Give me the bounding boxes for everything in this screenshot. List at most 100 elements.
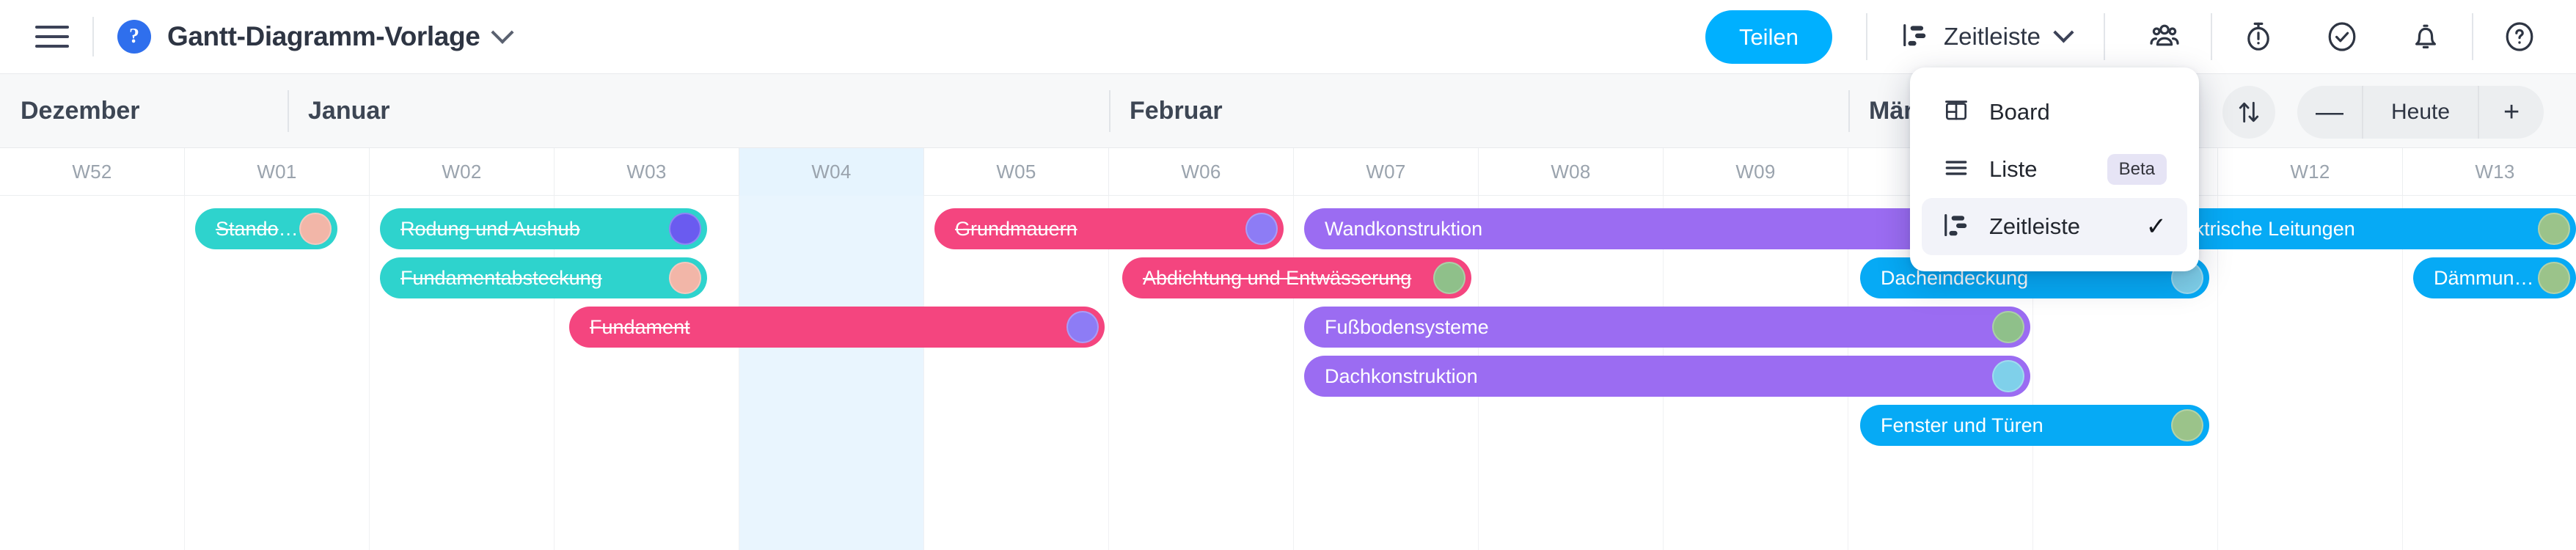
month-divider	[1109, 90, 1110, 132]
task-bar[interactable]: Standort...	[195, 208, 337, 249]
grid-column	[2033, 196, 2218, 550]
task-bar-label: Abdichtung und Entwässerung	[1143, 266, 1412, 289]
week-header-cell: W02	[370, 148, 555, 196]
task-bar[interactable]: Abdichtung und Entwässerung	[1122, 257, 1471, 298]
avatar[interactable]	[2538, 213, 2570, 245]
menu-item-board[interactable]: Board	[1922, 84, 2187, 141]
week-header-cell: W09	[1664, 148, 1848, 196]
month-label: Januar	[288, 74, 1109, 148]
avatar[interactable]	[299, 213, 332, 245]
avatar[interactable]	[669, 262, 701, 294]
check-circle-icon[interactable]	[2316, 11, 2368, 62]
divider	[2211, 13, 2212, 60]
hamburger-line	[35, 35, 69, 38]
month-label-text: Januar	[308, 97, 390, 125]
chevron-down-icon	[2053, 22, 2074, 43]
month-divider	[288, 90, 289, 132]
task-bar[interactable]: Fußbodensysteme	[1304, 307, 2030, 348]
today-button[interactable]: Heute	[2362, 86, 2480, 139]
grid-column	[370, 196, 555, 550]
share-button[interactable]: Teilen	[1705, 10, 1832, 64]
task-bar-label: Fußbodensysteme	[1325, 315, 1489, 338]
week-header-cell: W01	[185, 148, 370, 196]
view-selector-label: Zeitleiste	[1943, 23, 2041, 50]
menu-item-label: Zeitleiste	[1989, 213, 2081, 239]
timeline-icon	[1901, 21, 1929, 53]
grid-column	[0, 196, 185, 550]
stopwatch-icon[interactable]	[2233, 11, 2284, 62]
avatar[interactable]	[1066, 311, 1099, 343]
task-bar[interactable]: Fundamentabsteckung	[380, 257, 707, 298]
grid-column	[1109, 196, 1294, 550]
menu-item-liste[interactable]: Liste Beta	[1922, 141, 2187, 198]
week-header-cell: W06	[1109, 148, 1294, 196]
grid-column	[185, 196, 370, 550]
month-label: Dezember	[0, 74, 288, 148]
task-bar-label: Dachkonstruktion	[1325, 364, 1478, 387]
divider	[92, 17, 94, 56]
page-title: Gantt-Diagramm-Vorlage	[167, 21, 480, 51]
board-icon	[1942, 97, 1970, 128]
avatar[interactable]	[1245, 213, 1278, 245]
task-bar-label: Grundmauern	[955, 217, 1077, 240]
menu-item-label: Board	[1989, 99, 2050, 125]
month-label-text: Dezember	[21, 97, 140, 125]
top-bar: ? Gantt-Diagramm-Vorlage Teilen Zeitleis…	[0, 0, 2576, 74]
avatar[interactable]	[669, 213, 701, 245]
zoom-in-button[interactable]: +	[2503, 96, 2520, 128]
grid-column	[555, 196, 739, 550]
task-bar[interactable]: Dachkonstruktion	[1304, 356, 2030, 397]
task-bar-label: Fenster und Türen	[1881, 414, 2043, 436]
week-header-cell: W07	[1294, 148, 1479, 196]
task-bar[interactable]: Wandkonstruktion	[1304, 208, 2030, 249]
view-selector[interactable]: Zeitleiste	[1901, 21, 2074, 53]
task-bar[interactable]: Fundament	[569, 307, 1105, 348]
hamburger-line	[35, 45, 69, 48]
divider	[2104, 13, 2105, 60]
avatar[interactable]	[1992, 360, 2024, 392]
divider	[1865, 13, 1867, 60]
grid-column	[739, 196, 924, 550]
timeline-controls: — Heute +	[2222, 86, 2544, 139]
task-bar[interactable]: Rodung und Aushub	[380, 208, 707, 249]
hamburger-line	[35, 26, 69, 29]
zoom-out-button[interactable]: —	[2316, 96, 2343, 128]
bell-icon[interactable]	[2400, 11, 2451, 62]
zoom-segment: — Heute +	[2297, 86, 2544, 139]
avatar[interactable]	[2171, 409, 2203, 441]
menu-item-label: Liste	[1989, 156, 2038, 182]
grid-column	[2218, 196, 2403, 550]
sort-arrows-icon[interactable]	[2222, 86, 2275, 139]
avatar[interactable]	[2538, 262, 2570, 294]
chevron-down-icon[interactable]	[491, 21, 514, 44]
hamburger-icon[interactable]	[35, 23, 69, 50]
divider	[2472, 13, 2473, 60]
task-bar-label: Standort...	[216, 217, 299, 240]
avatar[interactable]	[1433, 262, 1466, 294]
check-icon: ✓	[2145, 213, 2167, 241]
month-divider	[1848, 90, 1850, 132]
task-bar[interactable]: Dämmung und T...	[2413, 257, 2576, 298]
beta-badge: Beta	[2107, 154, 2167, 185]
people-icon[interactable]	[2139, 11, 2190, 62]
week-header-cell: W04	[739, 148, 924, 196]
task-bar-label: Fundamentabsteckung	[400, 266, 602, 289]
timeline-icon	[1942, 211, 1970, 243]
week-header-cell: W05	[924, 148, 1109, 196]
avatar[interactable]	[1992, 311, 2024, 343]
month-label-text: Februar	[1130, 97, 1223, 125]
month-label: Februar	[1109, 74, 1848, 148]
grid-column	[1848, 196, 2033, 550]
task-bar-label: Dämmung und T...	[2434, 266, 2538, 289]
week-header-cell: W03	[555, 148, 739, 196]
question-circle-icon: ?	[117, 20, 151, 54]
help-circle-icon[interactable]	[2494, 11, 2545, 62]
week-header-cell: W13	[2403, 148, 2576, 196]
task-bar-label: Fundament	[590, 315, 690, 338]
grid-column	[924, 196, 1109, 550]
week-header-cell: W52	[0, 148, 185, 196]
task-bar[interactable]: Grundmauern	[934, 208, 1284, 249]
task-bar[interactable]: Fenster und Türen	[1860, 405, 2209, 446]
menu-item-zeitleiste[interactable]: Zeitleiste ✓	[1922, 198, 2187, 255]
